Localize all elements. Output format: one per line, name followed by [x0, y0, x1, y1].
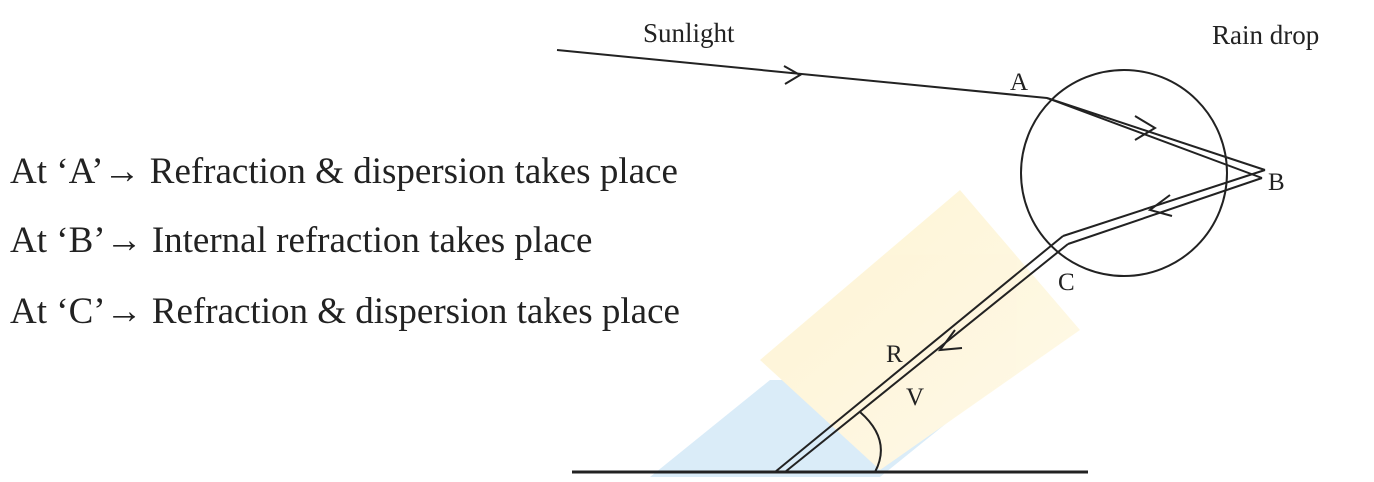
- label-red: R: [886, 341, 903, 368]
- label-violet: V: [906, 384, 924, 411]
- label-point-c: C: [1058, 269, 1075, 296]
- ray-a-to-b: [1046, 97, 1266, 179]
- angle-arc: [859, 411, 882, 473]
- ray-b-to-c: [1062, 169, 1266, 245]
- raindrop-circle: [1020, 69, 1228, 277]
- label-point-b: B: [1268, 169, 1285, 196]
- label-sunlight: Sunlight: [643, 18, 735, 48]
- sunlight-ray: [556, 49, 1048, 99]
- note-point-a: At ‘A’→ Refraction & dispersion takes pl…: [10, 151, 678, 192]
- note-point-c: At ‘C’→ Refraction & dispersion takes pl…: [10, 291, 680, 332]
- note-point-b: At ‘B’→ Internal refraction takes place: [10, 220, 593, 261]
- ray-c-to-ground: [774, 235, 1069, 473]
- sunlight-arrow: [783, 65, 802, 85]
- label-point-a: A: [1010, 69, 1028, 96]
- label-raindrop: Rain drop: [1212, 20, 1319, 50]
- watermark: [650, 190, 1080, 477]
